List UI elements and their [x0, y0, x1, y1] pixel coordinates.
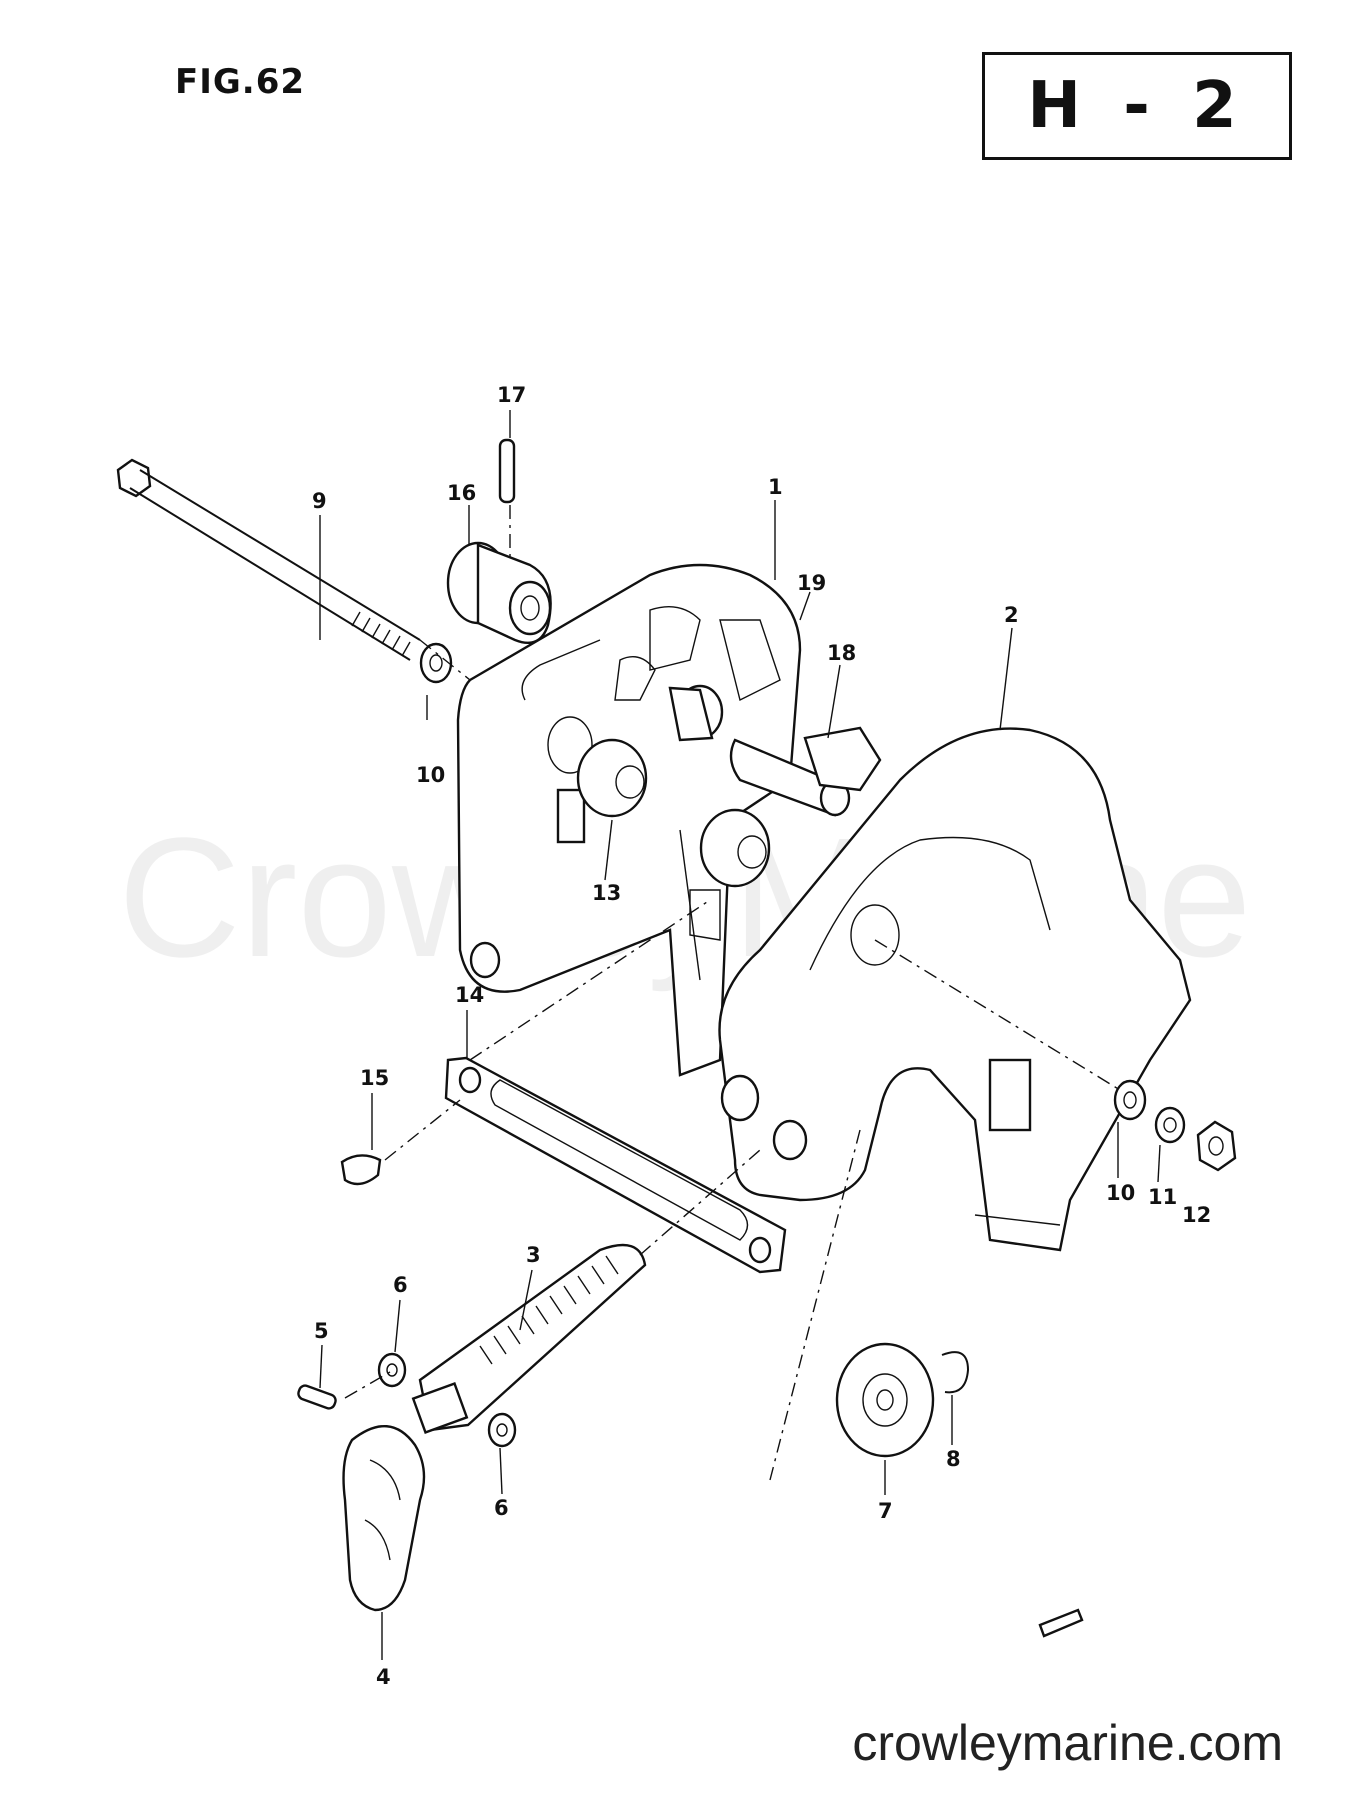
part-16-bushing [446, 541, 552, 645]
callout-7: 7 [878, 1499, 893, 1523]
part-4-handle [342, 1425, 426, 1612]
callout-3: 3 [526, 1243, 541, 1267]
callout-11: 11 [1148, 1185, 1177, 1209]
part-7-swivel-pad [835, 1342, 935, 1458]
callout-19: 19 [797, 571, 826, 595]
callout-2: 2 [1004, 603, 1019, 627]
part-11-lockwasher [1154, 1106, 1186, 1144]
callout-12: 12 [1182, 1203, 1211, 1227]
part-19-bushing [668, 684, 724, 742]
part-18-tube [729, 726, 882, 817]
part-14-plate [444, 1056, 787, 1274]
callout-6-upper: 6 [393, 1273, 408, 1297]
assembly-lines [319, 410, 1161, 1660]
callout-18: 18 [827, 641, 856, 665]
callout-4: 4 [376, 1665, 391, 1689]
part-5-pin [297, 1384, 337, 1410]
section-code: H - 2 [1027, 69, 1247, 143]
site-url: crowleymarine.com [852, 1715, 1283, 1771]
part-3-clamp-screw [411, 1243, 647, 1434]
callout-5: 5 [314, 1319, 329, 1343]
part-15-screw [340, 1154, 382, 1186]
part-9-bolt [116, 458, 421, 661]
callout-9: 9 [312, 489, 327, 513]
callout-15: 15 [360, 1066, 389, 1090]
callout-14: 14 [455, 983, 484, 1007]
figure-label: FIG.62 [175, 62, 306, 102]
callout-16: 16 [447, 481, 476, 505]
part-6-washer-lower [487, 1412, 517, 1448]
part-13-mounts [576, 738, 771, 888]
callout-10-right: 10 [1106, 1181, 1135, 1205]
part-12-nut [1196, 1120, 1237, 1172]
part-8-clip [941, 1351, 970, 1394]
callout-1: 1 [768, 475, 783, 499]
callout-6-lower: 6 [494, 1496, 509, 1520]
part-17-pin [498, 438, 516, 504]
callout-17: 17 [497, 383, 526, 407]
callout-13: 13 [592, 881, 621, 905]
part-10-washer-left [419, 642, 453, 684]
callout-8: 8 [946, 1447, 961, 1471]
part-6-washer-upper [377, 1352, 407, 1388]
section-code-box: H - 2 [982, 52, 1292, 160]
fwd-arrow-icon [1038, 1608, 1084, 1638]
callout-10-left: 10 [416, 763, 445, 787]
part-10-washer-right [1113, 1079, 1147, 1121]
